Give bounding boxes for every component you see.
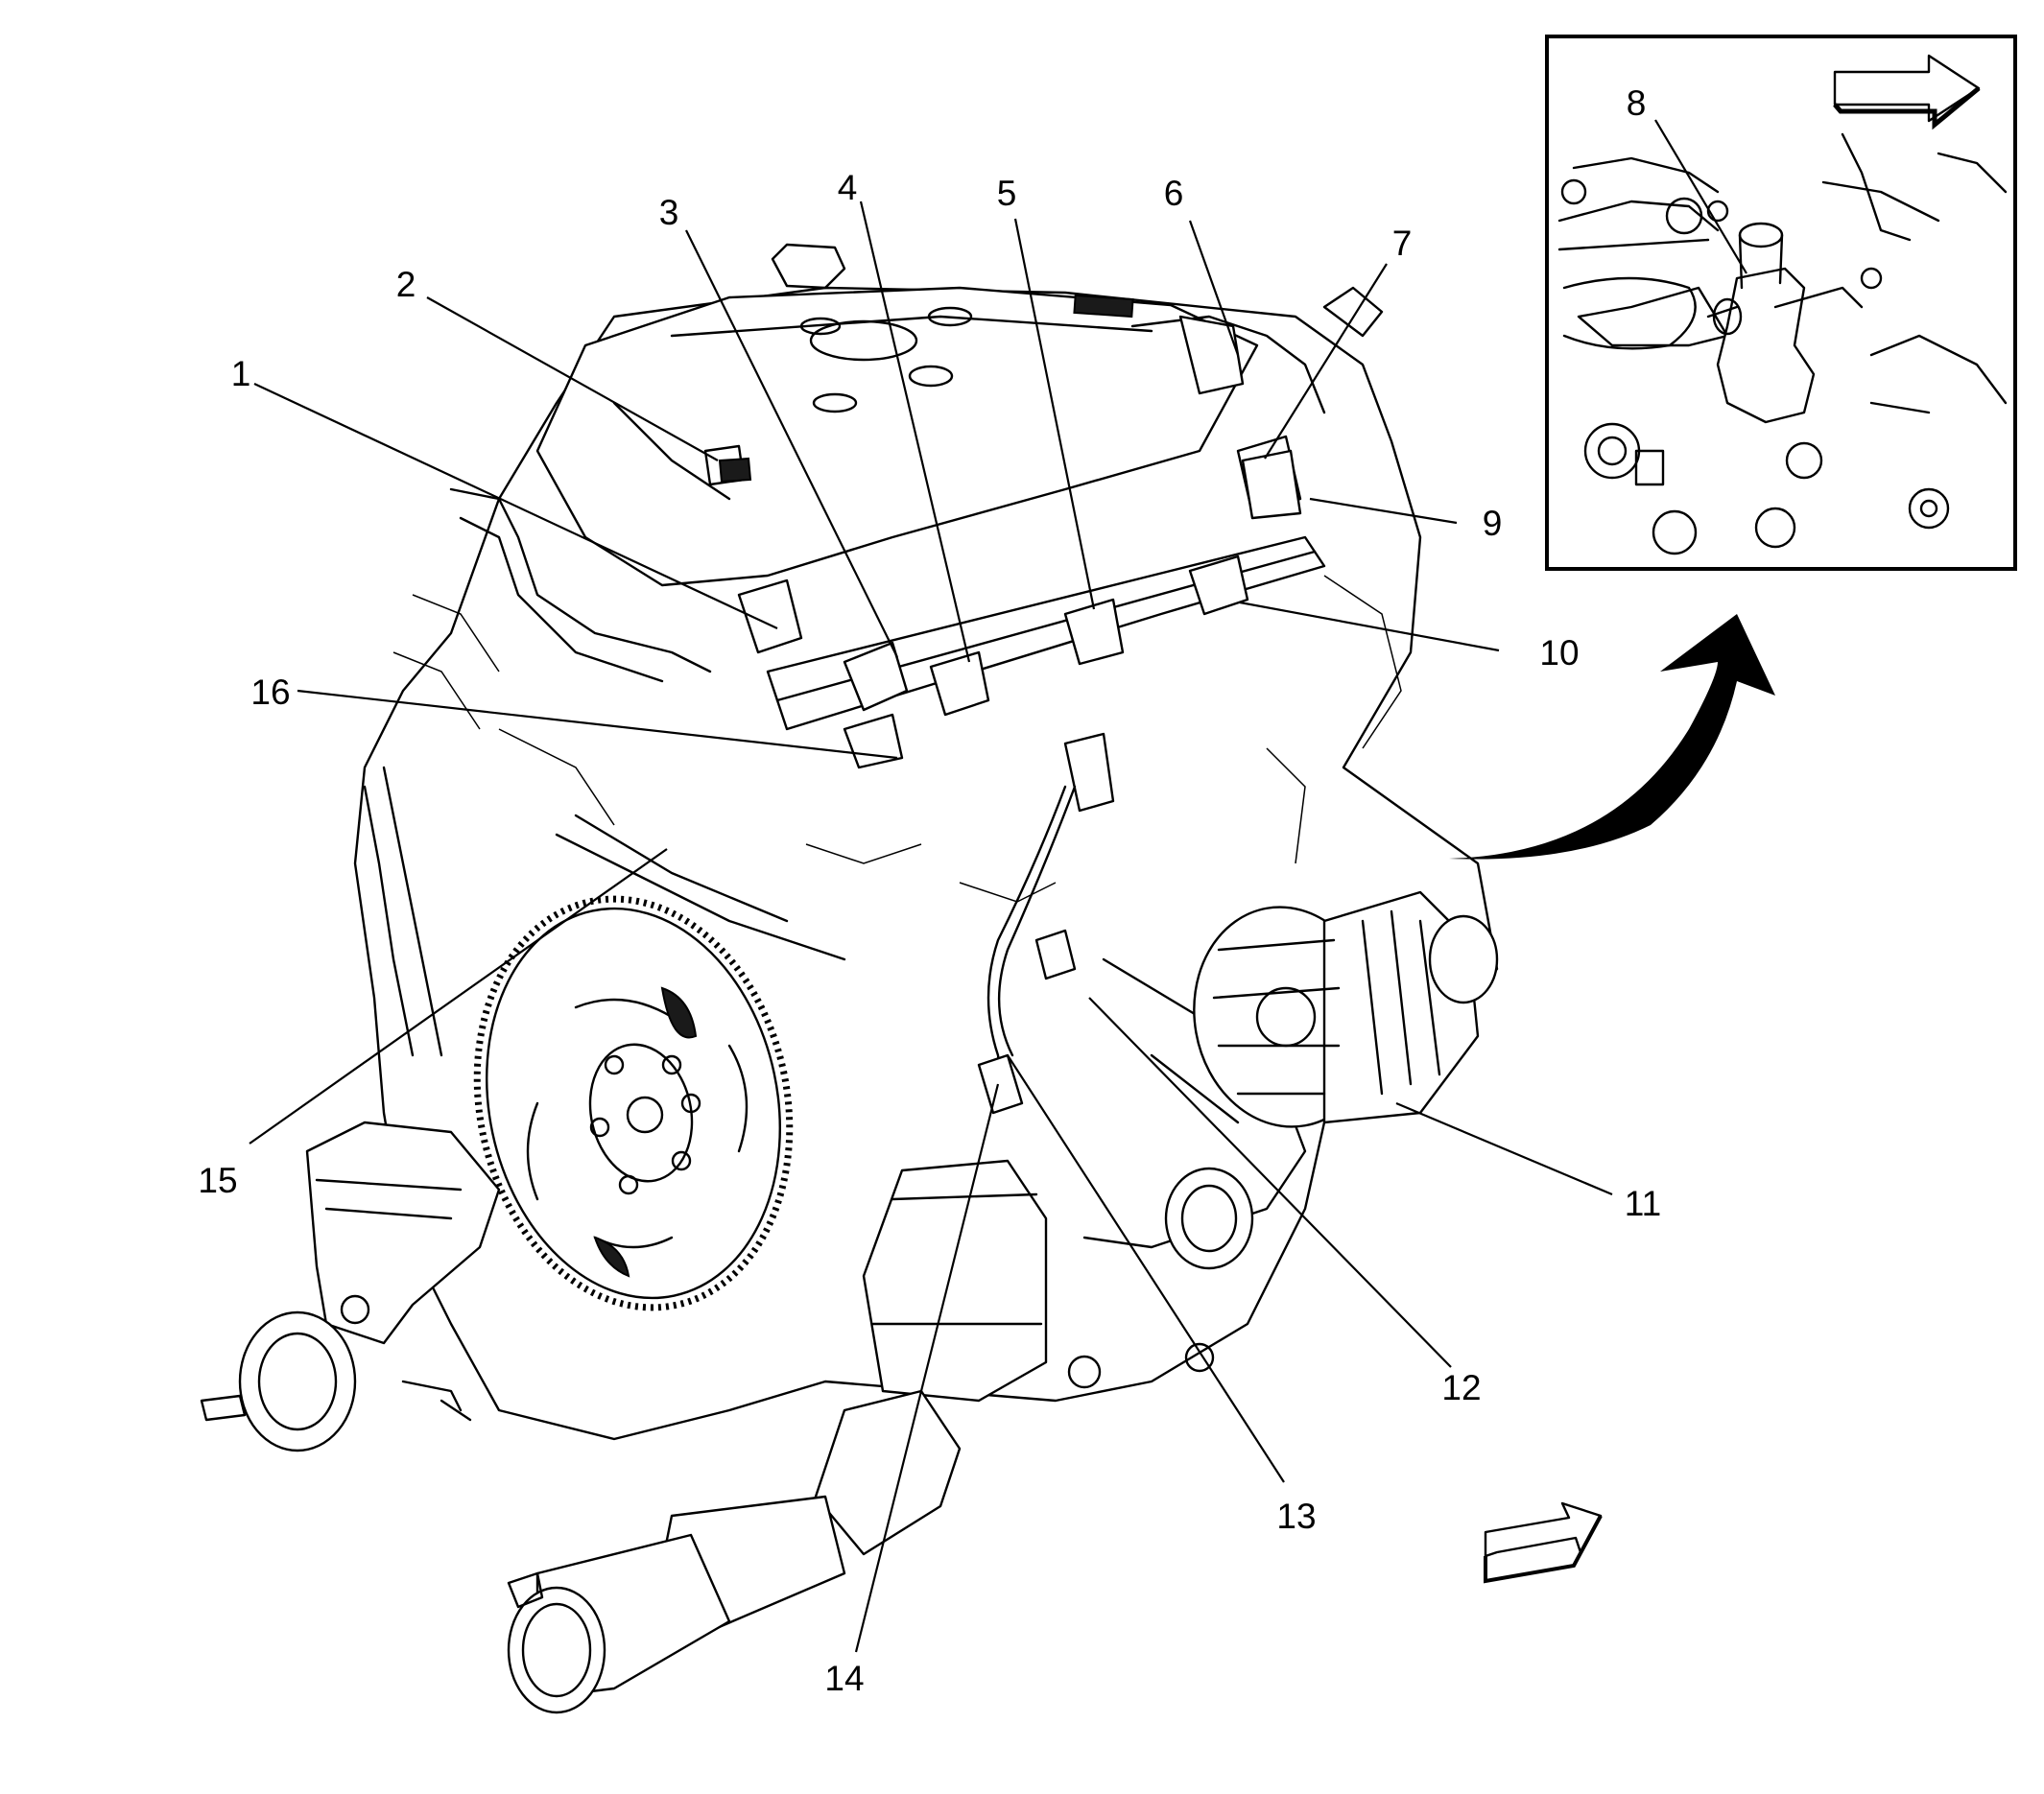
leader-14: [854, 1083, 1000, 1653]
engine-cover: [535, 286, 1259, 587]
right-exhaust: [507, 1159, 1048, 1714]
callout-9: 9: [1483, 504, 1503, 543]
callout-15: 15: [198, 1161, 237, 1200]
flexplate: [473, 895, 794, 1311]
fuel-rail: [766, 535, 1326, 731]
curved-solid-arrow-icon: [1449, 614, 1775, 860]
leader-lines: [249, 119, 1747, 1653]
callout-6: 6: [1164, 174, 1184, 213]
leader-9: [1309, 497, 1458, 525]
sensor-harness: [986, 785, 1077, 1096]
callout-13: 13: [1276, 1497, 1316, 1536]
callout-5: 5: [997, 174, 1017, 213]
callout-11: 11: [1625, 1184, 1661, 1223]
leader-8: [1654, 119, 1747, 274]
callout-16: 16: [250, 673, 290, 712]
leader-11: [1395, 1101, 1613, 1196]
sensor-6-connector: [1178, 315, 1245, 395]
leader-7: [1264, 263, 1388, 460]
callout-3: 3: [659, 193, 679, 232]
oil-filter-adapter: [1164, 1167, 1254, 1270]
sensor-7-connector: [1241, 449, 1302, 520]
engine-illustration: [200, 243, 1499, 1714]
left-exhaust: [200, 1121, 501, 1452]
leader-1: [253, 383, 778, 629]
callout-12: 12: [1441, 1368, 1481, 1407]
callout-7: 7: [1392, 224, 1413, 263]
inset-detail-view: [1545, 35, 2017, 571]
callout-4: 4: [838, 168, 858, 207]
leader-13: [1007, 1054, 1285, 1483]
leader-4: [859, 201, 971, 663]
leader-10: [1239, 601, 1500, 652]
alternator: [1193, 890, 1499, 1128]
callout-8: 8: [1627, 83, 1647, 123]
auxiliary-coolant-pump: [1716, 267, 1816, 424]
leader-6: [1188, 220, 1240, 356]
oxygen-sensor-connector: [977, 1053, 1024, 1115]
leader-12: [1088, 997, 1452, 1368]
leader-3: [685, 229, 898, 658]
callout-labels: 1 2 3 4 5 6 7 8 9 10 11 12 13 14 15 16: [198, 83, 1661, 1698]
leader-15: [249, 848, 668, 1145]
callout-2: 2: [396, 265, 416, 304]
callout-1: 1: [231, 354, 251, 393]
hollow-diagonal-arrow-icon: [1484, 1501, 1603, 1584]
hollow-right-arrow-icon: [1833, 54, 1981, 123]
callout-14: 14: [824, 1659, 864, 1698]
leader-2: [426, 296, 719, 461]
leader-5: [1013, 218, 1096, 610]
leader-16: [297, 689, 898, 760]
callout-10: 10: [1539, 633, 1579, 673]
